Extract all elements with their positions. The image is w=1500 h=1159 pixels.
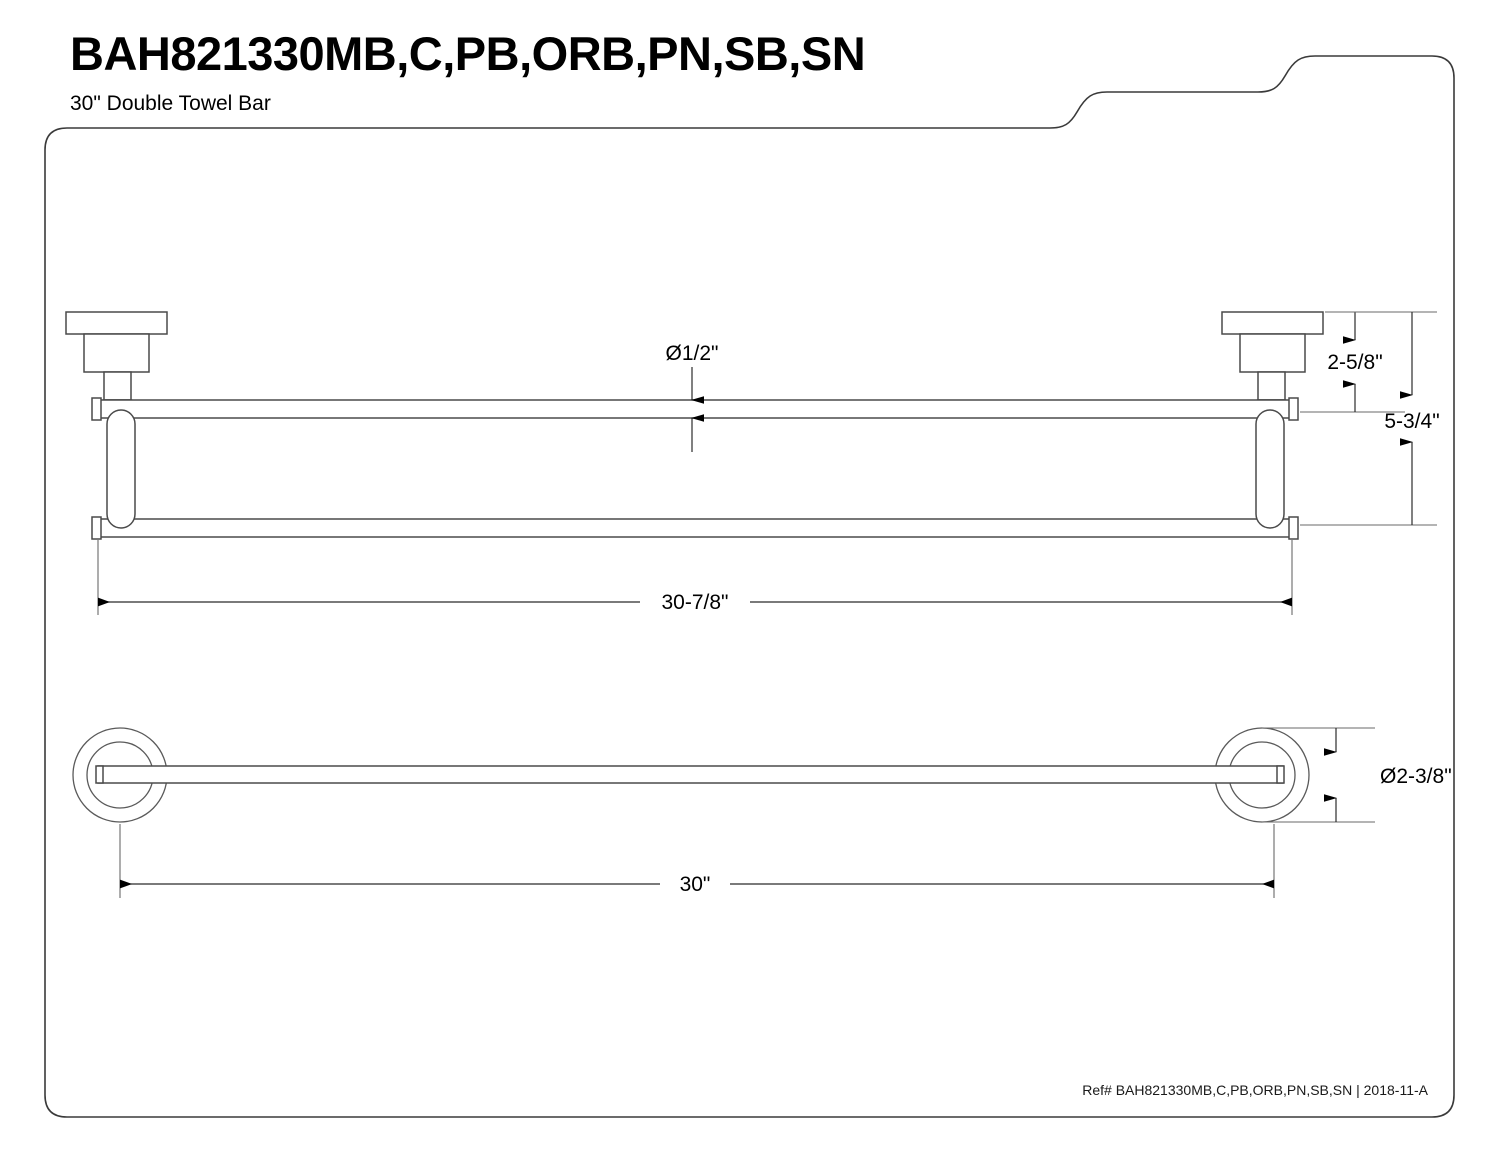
upper-bar-right-cap [1288, 397, 1299, 421]
left-post-neck [103, 371, 132, 401]
left-post-body [83, 333, 150, 373]
lower-towel-bar [97, 518, 1293, 538]
left-mounting-post [65, 311, 168, 413]
overall-width-label: 30-7/8" [662, 591, 729, 614]
dimension-overall-height: 5-3/4" [1300, 311, 1440, 526]
top-plan-view [72, 727, 1310, 823]
upper-towel-bar [97, 399, 1293, 419]
flange-diameter-label: Ø2-3/8" [1380, 765, 1452, 788]
dimension-overall-width: 30-7/8" [97, 540, 1293, 615]
page-subtitle: 30" Double Towel Bar [70, 92, 271, 115]
dimension-flange-diameter: Ø2-3/8" [1262, 727, 1452, 823]
lower-bar-left-cap [91, 516, 102, 540]
right-connector-rod [1255, 409, 1285, 529]
right-post-neck [1257, 371, 1286, 401]
dimension-bar-diameter: Ø1/2" [666, 342, 719, 452]
footer-reference: Ref# BAH821330MB,C,PB,ORB,PN,SB,SN | 201… [1082, 1082, 1428, 1098]
right-mounting-post [1221, 311, 1324, 413]
page-title: BAH821330MB,C,PB,ORB,PN,SB,SN [70, 27, 865, 80]
right-wall-plate [1221, 311, 1324, 335]
top-view-bar-left-cap [95, 765, 104, 784]
lower-bar-right-cap [1288, 516, 1299, 540]
upper-bar-left-cap [91, 397, 102, 421]
top-view-towel-bar [97, 765, 1284, 784]
post-height-label: 2-5/8" [1327, 351, 1382, 374]
dimension-bar-length: 30" [119, 824, 1275, 898]
top-view-bar-right-cap [1276, 765, 1285, 784]
sheet-border [44, 55, 1455, 1118]
overall-height-label: 5-3/4" [1384, 410, 1439, 433]
bar-diameter-label: Ø1/2" [666, 342, 719, 365]
right-post-body [1239, 333, 1306, 373]
bar-length-label: 30" [680, 873, 711, 896]
left-connector-rod [106, 409, 136, 529]
left-wall-plate [65, 311, 168, 335]
